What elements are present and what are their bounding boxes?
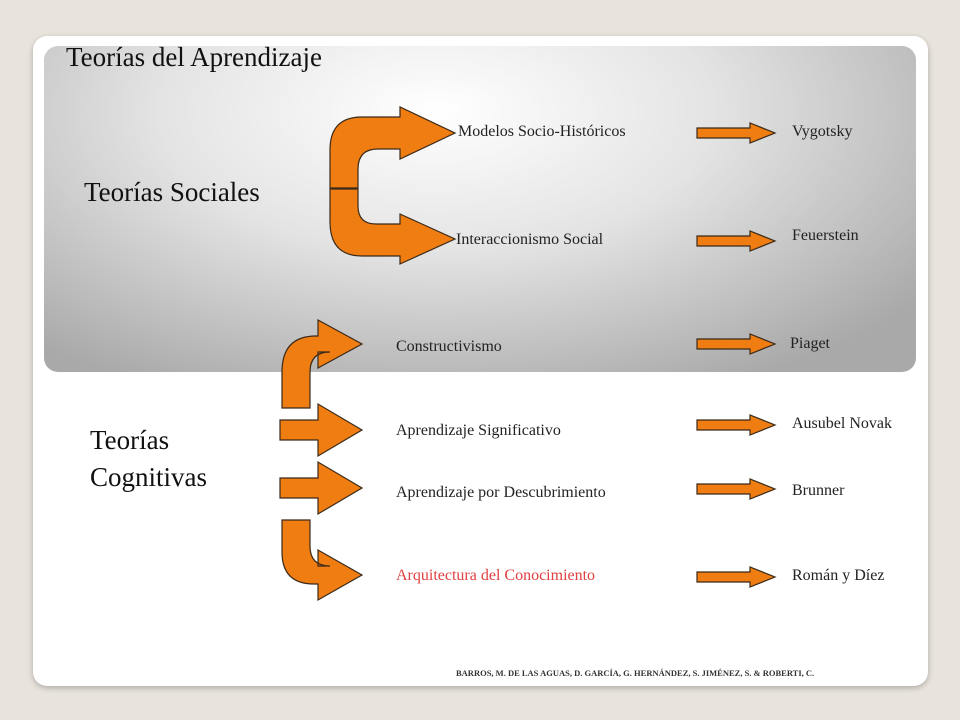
- author-label-6: Román y Díez: [792, 567, 885, 584]
- credit-footer: BARROS, M. DE LAS AGUAS, D. GARCÍA, G. H…: [456, 668, 815, 678]
- arrow-row-3: [696, 333, 777, 355]
- theory-label-6: Arquitectura del Conocimiento: [396, 567, 596, 584]
- group-label-cognitive-line2: Cognitivas: [90, 462, 208, 492]
- theory-label-5: Aprendizaje por Descubrimiento: [396, 484, 606, 501]
- theory-label-4: Aprendizaje Significativo: [396, 422, 561, 439]
- theory-label-1: Modelos Socio-Históricos: [458, 123, 626, 140]
- author-label-4: Ausubel Novak: [792, 415, 892, 432]
- author-label-2: Feuerstein: [792, 227, 859, 244]
- curved-arrow-up-cognitive: [281, 318, 364, 409]
- header-gradient-band: [44, 46, 916, 372]
- curved-arrow-down-social: [329, 188, 457, 265]
- arrow-row-2: [696, 230, 777, 252]
- arrow-row-6: [696, 566, 777, 588]
- curved-arrow-up-social: [329, 106, 457, 189]
- theory-label-2: Interaccionismo Social: [456, 231, 604, 248]
- theory-label-3: Constructivismo: [396, 338, 502, 355]
- straight-arrow-descubrimiento: [279, 460, 364, 516]
- author-label-5: Brunner: [792, 482, 845, 499]
- author-label-1: Vygotsky: [792, 123, 853, 140]
- group-label-social: Teorías Sociales: [84, 177, 260, 207]
- arrow-row-5: [696, 478, 777, 500]
- group-label-cognitive-line1: Teorías: [90, 425, 170, 455]
- straight-arrow-significativo: [279, 402, 364, 458]
- arrow-row-4: [696, 414, 777, 436]
- curved-arrow-down-cognitive: [281, 519, 364, 602]
- author-label-3: Piaget: [790, 335, 830, 352]
- arrow-row-1: [696, 122, 777, 144]
- slide-title: Teorías del Aprendizaje: [66, 42, 322, 72]
